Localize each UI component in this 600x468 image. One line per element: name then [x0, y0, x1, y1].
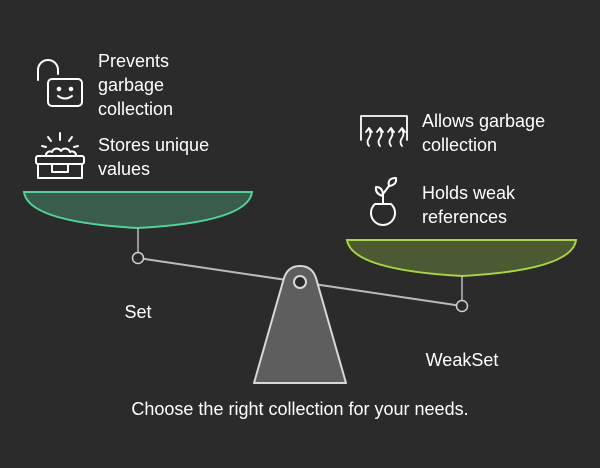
- weakset-beam-joint: [455, 299, 469, 313]
- fulcrum-pivot: [293, 275, 307, 289]
- plant-sprout-icon: [370, 177, 398, 226]
- open-padlock-smiley-icon: [37, 59, 83, 107]
- set-beam-joint: [131, 251, 145, 265]
- right-feature-1: Allows garbage collection: [422, 111, 550, 155]
- caption: Choose the right collection for your nee…: [131, 399, 468, 419]
- left-feature-2: Stores unique values: [98, 135, 214, 179]
- treasure-chest-icon: [35, 132, 85, 179]
- weakset-pan: [345, 239, 578, 278]
- left-feature-1: Prevents garbage collection: [98, 51, 174, 119]
- heat-waves-icon: [360, 115, 408, 147]
- weakset-label: WeakSet: [426, 350, 499, 370]
- set-pan: [22, 191, 254, 230]
- right-feature-2: Holds weak references: [422, 183, 520, 227]
- set-label: Set: [124, 302, 151, 322]
- fulcrum: [253, 265, 347, 384]
